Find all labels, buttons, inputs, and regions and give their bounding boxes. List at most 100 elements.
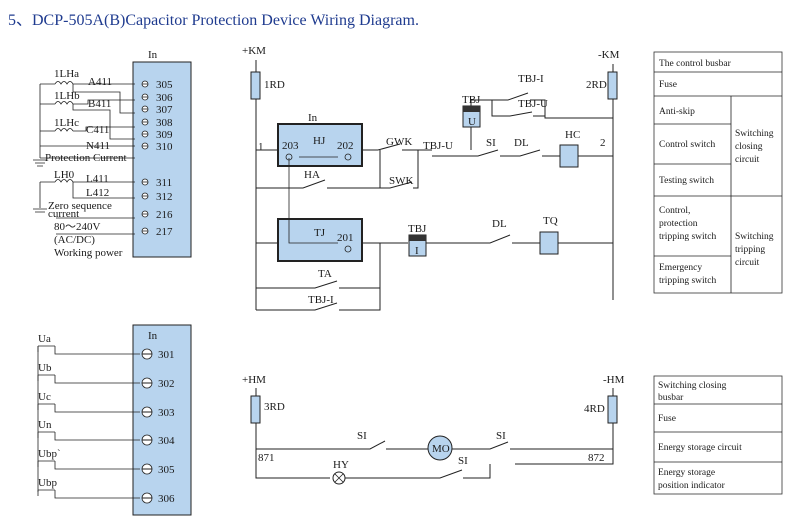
ct-label-lh0: LH0	[54, 169, 75, 181]
legend-tripping-group-1: Switching	[735, 232, 774, 242]
tq-coil	[539, 231, 559, 255]
ct-label-1lhb: 1LHb	[54, 90, 80, 102]
energy-storage-circuit: +HM -HM 3RD 4RD 871 872 SI MO SI HY SI	[242, 374, 625, 485]
hj-terminal-202: 202	[337, 140, 354, 152]
ac-dc-label: (AC/DC)	[54, 234, 95, 246]
net-b411: B411	[88, 98, 111, 110]
terminal-310: 310	[156, 141, 173, 153]
motor-mo	[427, 435, 453, 461]
legend-emergency-1: Emergency	[659, 263, 702, 273]
legend-energy-storage: Energy storage circuit	[658, 443, 742, 453]
dl-contact-label: DL	[514, 137, 529, 149]
si-left-label: SI	[357, 430, 367, 442]
legend-emergency-2: tripping switch	[659, 276, 717, 286]
current-label: current	[48, 208, 79, 220]
voltage-range-label: 80～240V	[54, 221, 100, 233]
net-c411: C411	[86, 124, 109, 136]
legend-protection-tripping-3: tripping switch	[659, 232, 717, 242]
pt-label-1: Ub	[38, 362, 52, 374]
tbj-i-bottom-label: TBJ-I	[308, 294, 334, 306]
node-1-label: 1	[258, 141, 264, 153]
legend-closing-busbar-2: busbar	[658, 393, 684, 403]
hj-terminal-203: 203	[282, 140, 299, 152]
fuse-3rd-label: 3RD	[264, 401, 285, 413]
tbj-mid-label: TBJ	[408, 223, 427, 235]
terminal-216: 216	[156, 209, 173, 221]
legend-control-busbar: The control busbar	[659, 59, 732, 69]
pt-label-2: Uc	[38, 391, 51, 403]
in-block-header-bottom: In	[148, 330, 158, 342]
pt-label-5: Ubp	[38, 477, 57, 489]
terminal-305: 305	[158, 464, 175, 476]
tbj-u-top-label: TBJ-U	[518, 98, 548, 110]
tj-block	[277, 218, 363, 262]
tj-name: TJ	[314, 227, 326, 239]
si-right-label: SI	[496, 430, 506, 442]
node-872-label: 872	[588, 452, 605, 464]
tbj-i-top-label: TBJ-I	[518, 73, 544, 85]
si-bottom-label: SI	[458, 455, 468, 467]
hc-label: HC	[565, 129, 580, 141]
plus-hm-label: +HM	[242, 374, 266, 386]
plus-km-label: +KM	[242, 45, 266, 57]
terminal-306: 306	[158, 493, 175, 505]
terminal-303: 303	[158, 407, 175, 419]
tbj-top-letter: U	[468, 116, 476, 128]
legend-tripping-group-2: tripping	[735, 245, 765, 255]
net-l412: L412	[86, 187, 109, 199]
minus-hm-label: -HM	[603, 374, 625, 386]
legend-control-switch: Control switch	[659, 140, 715, 150]
terminal-309: 309	[156, 129, 173, 141]
legend-position-indicator-2: position indicator	[658, 481, 726, 491]
tbj-u-contact-label: TBJ-U	[423, 140, 453, 152]
legend-fuse: Fuse	[659, 80, 677, 90]
terminal-308: 308	[156, 117, 173, 129]
node-2-label: 2	[600, 137, 606, 149]
legend-protection-tripping-1: Control,	[659, 206, 690, 216]
minus-km-label: -KM	[598, 49, 620, 61]
tbj-mid-letter: I	[415, 245, 419, 257]
gwk-label: GWK	[386, 136, 412, 148]
ct-label-1lha: 1LHa	[54, 68, 79, 80]
pt-label-3: Un	[38, 419, 52, 431]
legend-fuse-bottom: Fuse	[658, 414, 676, 424]
legend-closing-group-3: circuit	[735, 155, 760, 165]
legend-closing-busbar-1: Switching closing	[658, 381, 727, 391]
terminal-305: 305	[156, 79, 173, 91]
ta-label: TA	[318, 268, 332, 280]
terminal-301: 301	[158, 349, 175, 361]
pt-label-4: Ubp`	[38, 448, 61, 460]
working-power-label: Working power	[54, 247, 123, 259]
hc-coil	[559, 144, 579, 168]
legend-closing-group-2: closing	[735, 142, 763, 152]
pt-label-0: Ua	[38, 333, 51, 345]
swk-label: SWK	[389, 175, 414, 187]
in-label-control: In	[308, 112, 318, 124]
legend-protection-tripping-2: protection	[659, 219, 698, 229]
net-l411: L411	[86, 173, 109, 185]
fuse-4rd	[607, 395, 618, 424]
fuse-3rd	[250, 395, 261, 424]
lamp-label: HY	[333, 459, 349, 471]
terminal-307: 307	[156, 104, 173, 116]
node-871-label: 871	[258, 452, 275, 464]
terminal-312: 312	[156, 191, 173, 203]
hj-block	[277, 123, 363, 167]
terminal-306: 306	[156, 92, 173, 104]
terminal-217: 217	[156, 226, 173, 238]
legend-tripping-group-3: circuit	[735, 258, 760, 268]
tj-terminal-201: 201	[337, 232, 354, 244]
in-terminal-block-top	[132, 61, 192, 258]
net-a411: A411	[88, 76, 112, 88]
page-title: 5、DCP-505A(B)Capacitor Protection Device…	[8, 12, 419, 29]
legend-testing-switch: Testing switch	[659, 176, 714, 186]
ct-label-1lhc: 1LHc	[54, 117, 79, 129]
control-circuit: +KM -KM 1RD 2RD 1 2 In 203 HJ 202 GWK SW…	[242, 45, 620, 311]
fuse-4rd-label: 4RD	[584, 403, 605, 415]
protection-current-label: Protection Current	[45, 152, 127, 164]
ha-label: HA	[304, 169, 320, 181]
hj-name: HJ	[313, 135, 326, 147]
fuse-2rd-label: 2RD	[586, 79, 607, 91]
terminal-302: 302	[158, 378, 175, 390]
legend-energy: Switching closing busbar Fuse Energy sto…	[653, 375, 783, 495]
